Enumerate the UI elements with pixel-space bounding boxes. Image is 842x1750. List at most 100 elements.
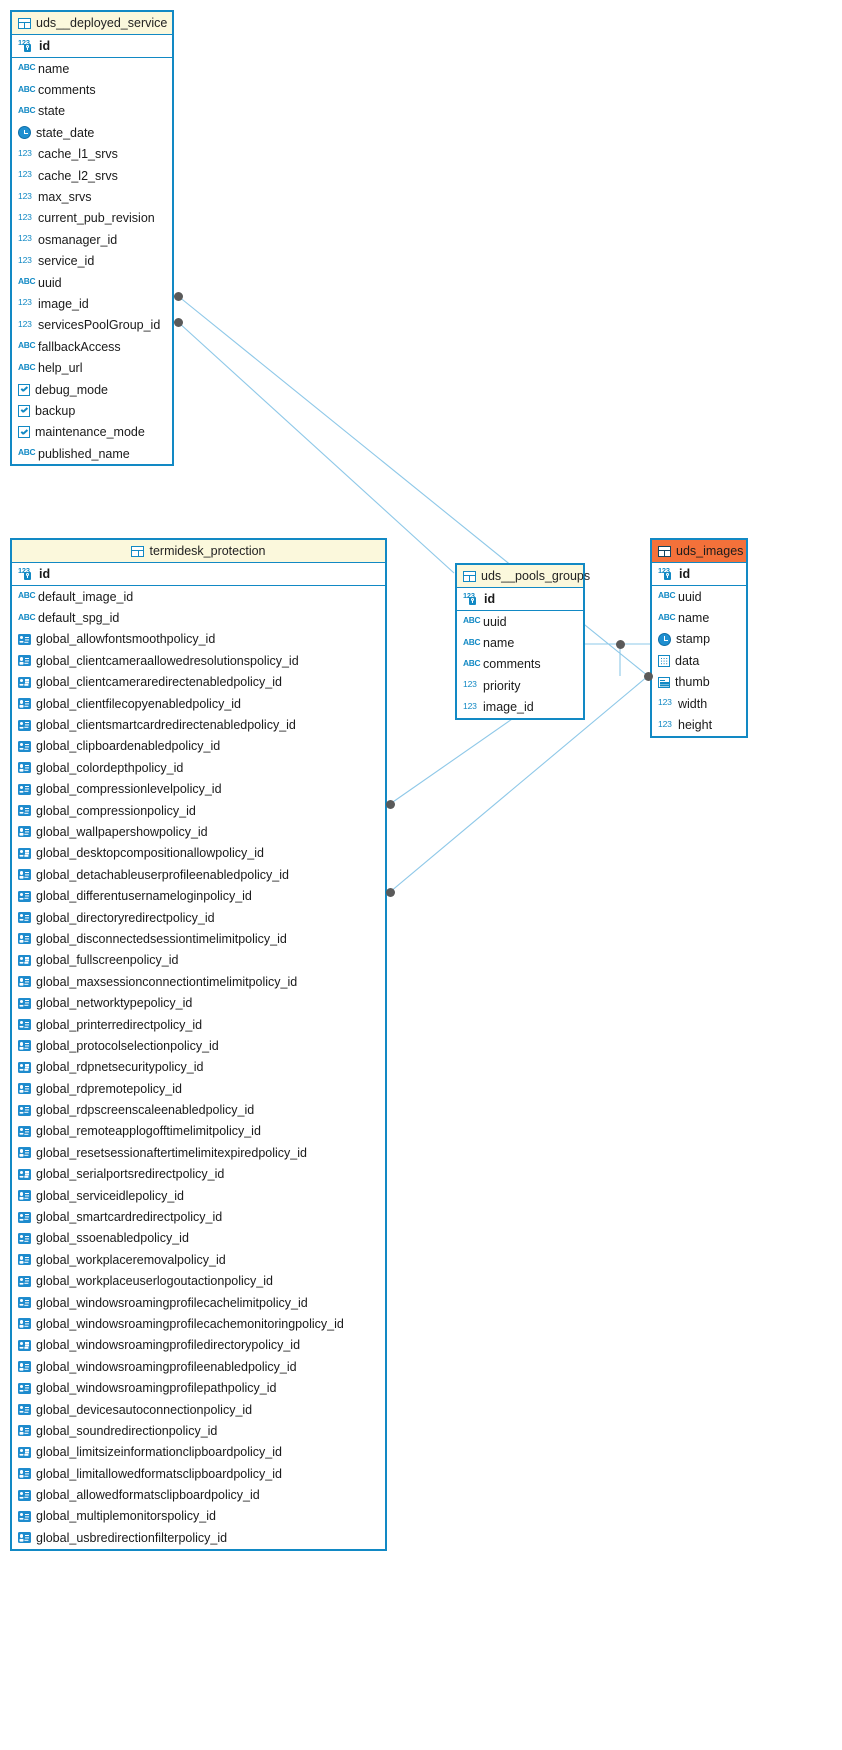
column-row[interactable]: global_rdpremotepolicy_id	[12, 1078, 385, 1099]
column-row[interactable]: global_wallpapershowpolicy_id	[12, 821, 385, 842]
column-row[interactable]: global_printerredirectpolicy_id	[12, 1014, 385, 1035]
column-row[interactable]: thumb	[652, 672, 746, 693]
column-row[interactable]: global_clientsmartcardredirectenabledpol…	[12, 714, 385, 735]
column-row[interactable]: debug_mode	[12, 379, 172, 400]
column-row[interactable]: global_limitallowedformatsclipboardpolic…	[12, 1463, 385, 1484]
column-row[interactable]: global_windowsroamingprofilecachelimitpo…	[12, 1292, 385, 1313]
endpoint-pools-groups-right[interactable]	[615, 639, 625, 649]
column-row[interactable]: global_workplaceremovalpolicy_id	[12, 1249, 385, 1270]
column-row[interactable]: global_compressionpolicy_id	[12, 800, 385, 821]
clock-icon	[18, 126, 31, 140]
column-row[interactable]: global_colordepthpolicy_id	[12, 757, 385, 778]
column-row[interactable]: maintenance_mode	[12, 422, 172, 443]
endpoint-protection-spg[interactable]	[385, 887, 395, 897]
column-row[interactable]: global_serviceidlepolicy_id	[12, 1185, 385, 1206]
column-row[interactable]: global_disconnectedsessiontimelimitpolic…	[12, 928, 385, 949]
endpoint-protection-image[interactable]	[385, 799, 395, 809]
column-row[interactable]: state_date	[12, 122, 172, 143]
column-row[interactable]: global_compressionlevelpolicy_id	[12, 779, 385, 800]
table-header-uds__pools_groups[interactable]: uds__pools_groups	[457, 565, 590, 588]
column-row[interactable]: global_clientfilecopyenabledpolicy_id	[12, 693, 385, 714]
column-row[interactable]: global_allowedformatsclipboardpolicy_id	[12, 1484, 385, 1505]
column-label: name	[38, 61, 70, 76]
column-label: osmanager_id	[38, 232, 118, 247]
column-row[interactable]: global_windowsroamingprofilecachemonitor…	[12, 1313, 385, 1334]
policy-icon	[18, 1190, 31, 1202]
table-header-uds_images[interactable]: uds_images	[652, 540, 746, 563]
column-row[interactable]: global_rdpnetsecuritypolicy_id	[12, 1057, 385, 1078]
column-row[interactable]: global_limitsizeinformationclipboardpoli…	[12, 1442, 385, 1463]
column-row[interactable]: global_remoteapplogofftimelimitpolicy_id	[12, 1121, 385, 1142]
column-row[interactable]: global_clipboardenabledpolicy_id	[12, 736, 385, 757]
column-row[interactable]: global_detachableuserprofileenabledpolic…	[12, 864, 385, 885]
column-row[interactable]: global_windowsroamingprofileenabledpolic…	[12, 1356, 385, 1377]
column-row[interactable]: global_workplaceuserlogoutactionpolicy_i…	[12, 1271, 385, 1292]
column-row[interactable]: global_networktypepolicy_id	[12, 992, 385, 1013]
column-row[interactable]: global_soundredirectionpolicy_id	[12, 1420, 385, 1441]
column-row[interactable]: global_smartcardredirectpolicy_id	[12, 1206, 385, 1227]
endpoint-deployed-image[interactable]	[173, 291, 183, 301]
column-label: global_directoryredirectpolicy_id	[36, 910, 215, 925]
column-label: uuid	[483, 614, 507, 629]
column-row[interactable]: global_ssoenabledpolicy_id	[12, 1228, 385, 1249]
column-row[interactable]: stamp	[652, 629, 746, 650]
column-row[interactable]: global_clientcameraallowedresolutionspol…	[12, 650, 385, 671]
column-row[interactable]: data	[652, 650, 746, 671]
table-header-uds__deployed_service[interactable]: uds__deployed_service	[12, 12, 172, 35]
column-row[interactable]: global_resetsessionaftertimelimitexpired…	[12, 1142, 385, 1163]
column-row[interactable]: global_devicesautoconnectionpolicy_id	[12, 1399, 385, 1420]
endpoint-images-stamp[interactable]	[643, 671, 653, 681]
endpoint-deployed-spg[interactable]	[173, 317, 183, 327]
column-row[interactable]: global_desktopcompositionallowpolicy_id	[12, 843, 385, 864]
column-row[interactable]: global_clientcameraredirectenabledpolicy…	[12, 672, 385, 693]
column-row[interactable]: global_multiplemonitorspolicy_id	[12, 1506, 385, 1527]
column-row[interactable]: global_directoryredirectpolicy_id	[12, 907, 385, 928]
column-row[interactable]: global_rdpscreenscaleenabledpolicy_id	[12, 1099, 385, 1120]
column-row[interactable]: global_serialportsredirectpolicy_id	[12, 1164, 385, 1185]
column-row[interactable]: global_usbredirectionfilterpolicy_id	[12, 1527, 385, 1548]
column-row[interactable]: global_allowfontsmoothpolicy_id	[12, 629, 385, 650]
column-row[interactable]: global_windowsroamingprofiledirectorypol…	[12, 1335, 385, 1356]
column-row[interactable]: global_differentusernameloginpolicy_id	[12, 885, 385, 906]
table-header-termidesk_protection[interactable]: termidesk_protection	[12, 540, 385, 563]
column-row[interactable]: backup	[12, 400, 172, 421]
column-row[interactable]: global_maxsessionconnectiontimelimitpoli…	[12, 971, 385, 992]
column-row[interactable]: global_windowsroamingprofilepathpolicy_i…	[12, 1377, 385, 1398]
column-row[interactable]: global_protocolselectionpolicy_id	[12, 1035, 385, 1056]
column-row[interactable]: global_fullscreenpolicy_id	[12, 950, 385, 971]
